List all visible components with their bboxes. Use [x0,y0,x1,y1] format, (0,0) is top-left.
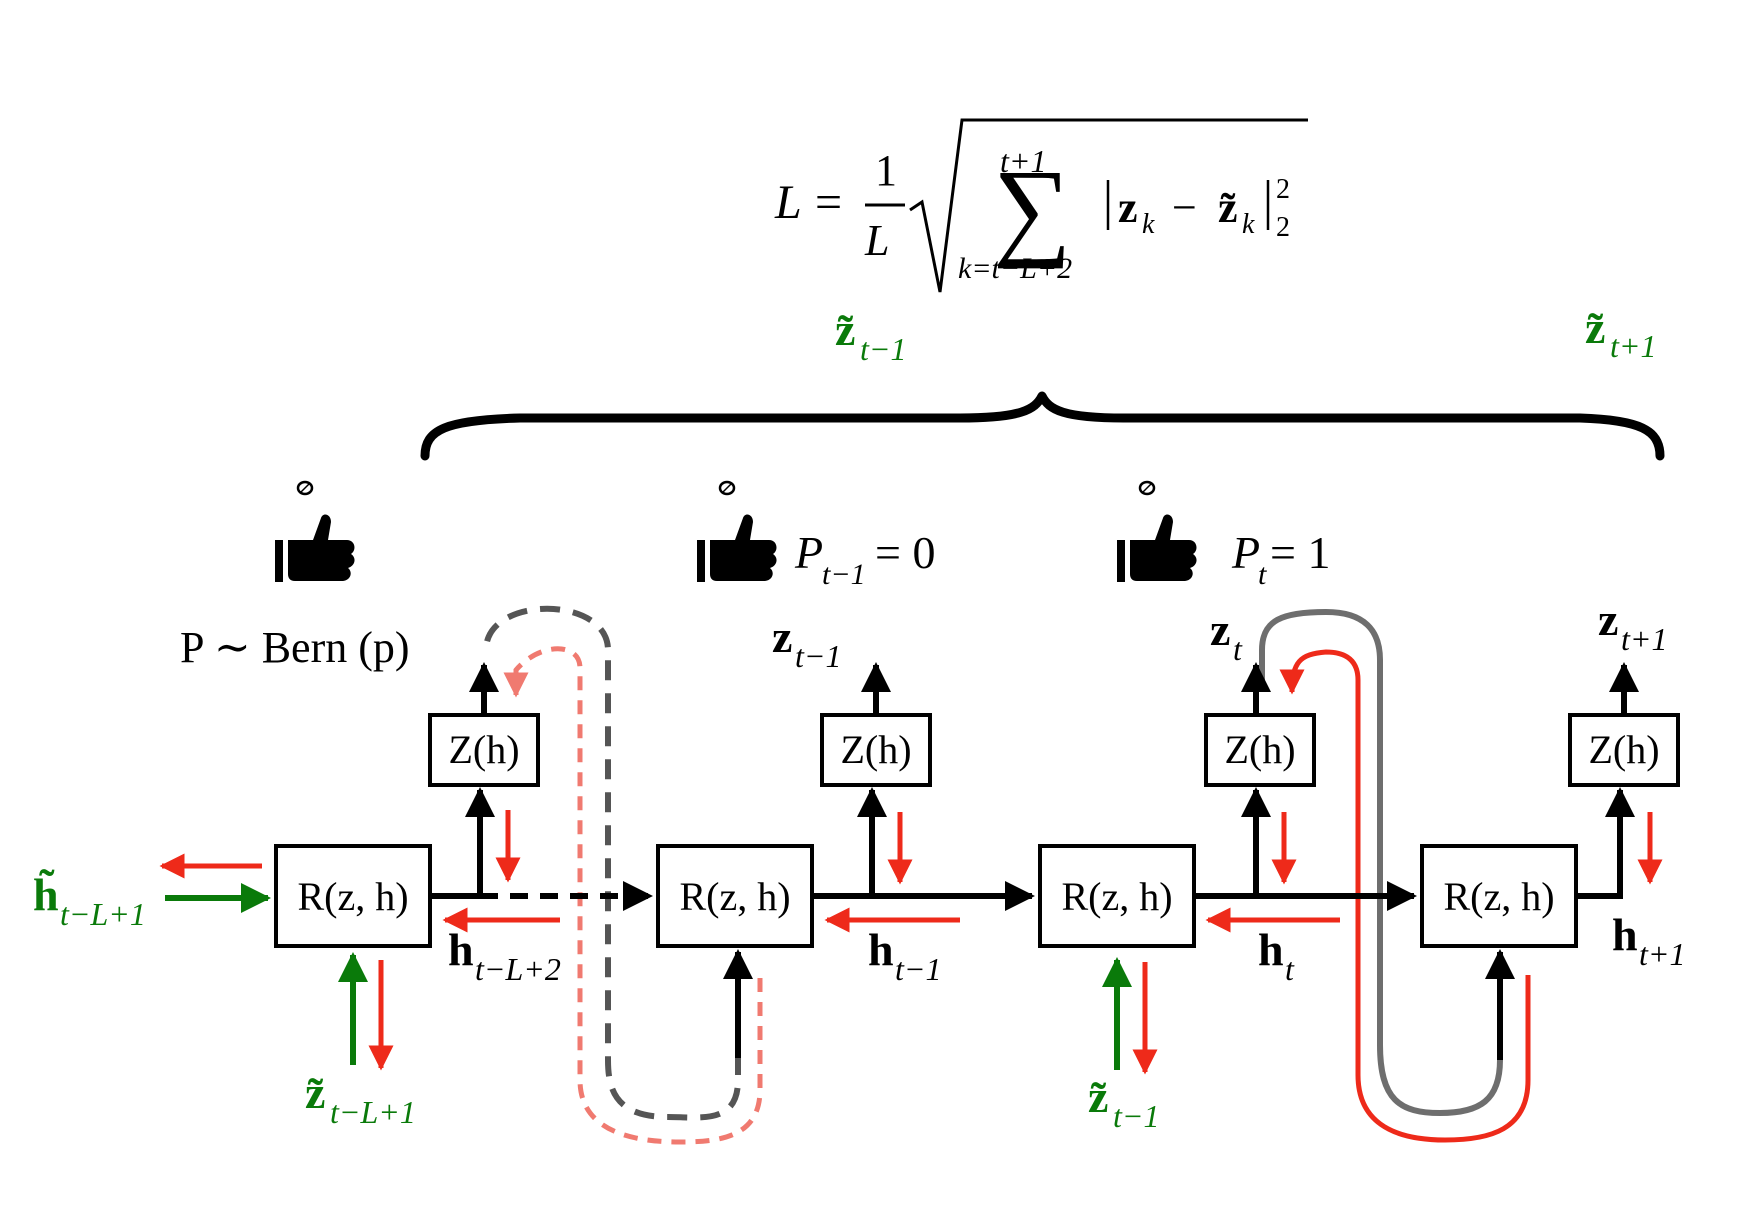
svg-text:= 1: = 1 [1270,527,1330,578]
formula-norm-sup: 2 [1276,174,1290,205]
label-h-2: h t−1 [868,924,941,987]
sum-sign: ∑ [993,147,1071,269]
label-h-3: h t [1258,924,1295,987]
thumbs-up-icon [1117,480,1197,582]
dashed-loop-dark [483,605,741,1121]
svg-text:t−1: t−1 [860,331,906,367]
r-box-1: R(z, h) [274,844,432,948]
svg-text:t−L+2: t−L+2 [475,951,561,987]
label-h-1: h t−L+2 [448,924,561,987]
svg-text:t: t [1258,558,1267,591]
svg-text:Z(h): Z(h) [840,727,911,772]
p-prev-label: P t−1 = 0 [794,527,935,591]
formula-term-zt: z̃ [1218,183,1238,232]
z-box-4: Z(h) [1568,713,1680,787]
svg-text:t+1: t+1 [1639,936,1685,972]
svg-text:R(z, h): R(z, h) [1443,874,1554,919]
svg-text:t−1: t−1 [1113,1098,1159,1134]
svg-text:h: h [868,924,894,975]
svg-text:h: h [1258,924,1284,975]
svg-text:t+1: t+1 [1621,621,1667,657]
label-z-input-1: z̃ t−L+1 [305,1067,416,1130]
r-box-2: R(z, h) [656,844,814,948]
svg-text:t+1: t+1 [1610,328,1656,364]
formula-eq: = [815,176,842,229]
svg-text:z̃: z̃ [305,1067,325,1118]
svg-text:h: h [448,924,474,975]
z-box-3: Z(h) [1204,713,1316,787]
label-h-4: h t+1 [1612,909,1685,972]
thumbs-up-icon [275,480,355,582]
svg-text:Z(h): Z(h) [1224,727,1295,772]
sqrt-sign [909,118,1308,293]
forward-h-4-up [1576,787,1635,899]
svg-text:= 0: = 0 [875,527,935,578]
solid-loop-red [1279,649,1531,1143]
svg-text:R(z, h): R(z, h) [679,874,790,919]
svg-text:z̃: z̃ [1585,302,1605,353]
formula-lhs: L [774,176,802,229]
label-h-input: h̃ t−L+1 [33,868,146,932]
r-box-3: R(z, h) [1038,844,1196,948]
curly-brace [420,391,1665,461]
thumbs-up-icon [697,480,777,582]
svg-text:P: P [1231,527,1260,578]
formula-frac-den: L [864,216,889,265]
solid-loop-gray [1259,608,1503,1117]
svg-text:t−L+1: t−L+1 [330,1094,416,1130]
svg-text:t−1: t−1 [895,951,941,987]
svg-text:t−1: t−1 [795,638,841,674]
formula-sum-top: t+1 [1000,143,1046,179]
label-z-out-2: z t−1 [772,611,841,674]
svg-text:h̃: h̃ [33,868,59,920]
svg-text:z: z [1210,604,1230,655]
svg-text:h: h [1612,909,1638,960]
svg-text:Z(h): Z(h) [448,727,519,772]
label-z-out-3: z t [1210,604,1243,667]
formula-term-zt-sub: k [1242,209,1255,240]
svg-text:t: t [1285,951,1295,987]
formula-minus: − [1172,183,1197,232]
svg-text:R(z, h): R(z, h) [1061,874,1172,919]
z-box-2: Z(h) [820,713,932,787]
brace-label-left: z̃ t−1 [835,304,906,367]
svg-text:t−L+1: t−L+1 [60,896,146,932]
formula-frac-num: 1 [875,146,897,195]
svg-text:P: P [794,527,823,578]
forward-h-1-solid [430,787,495,899]
formula-term-z: z [1118,183,1138,232]
formula-sum-bottom: k=t−L+2 [958,252,1072,285]
r-box-4: R(z, h) [1420,844,1578,948]
brace-label-right: z̃ t+1 [1585,302,1656,364]
loss-formula: L = 1 L t+1 ∑ k=t−L+2 z k − z̃ k 2 2 [774,118,1308,293]
svg-text:R(z, h): R(z, h) [297,874,408,919]
svg-text:Z(h): Z(h) [1588,727,1659,772]
svg-text:t−1: t−1 [822,558,866,591]
formula-norm-sub: 2 [1276,212,1290,243]
label-z-out-4: z t+1 [1598,594,1667,657]
label-z-input-3: z̃ t−1 [1088,1071,1159,1134]
dashed-loop-light [503,646,763,1145]
formula-term-z-sub: k [1142,209,1155,240]
p-t-label: P t = 1 [1231,527,1330,591]
svg-text:z̃: z̃ [835,304,855,355]
svg-text:z: z [1598,594,1618,645]
bernoulli-label: P ∼ Bern (p) [180,623,410,672]
z-box-1: Z(h) [428,713,540,787]
svg-text:z̃: z̃ [1088,1071,1108,1122]
svg-text:z: z [772,611,792,662]
svg-text:t: t [1233,631,1243,667]
